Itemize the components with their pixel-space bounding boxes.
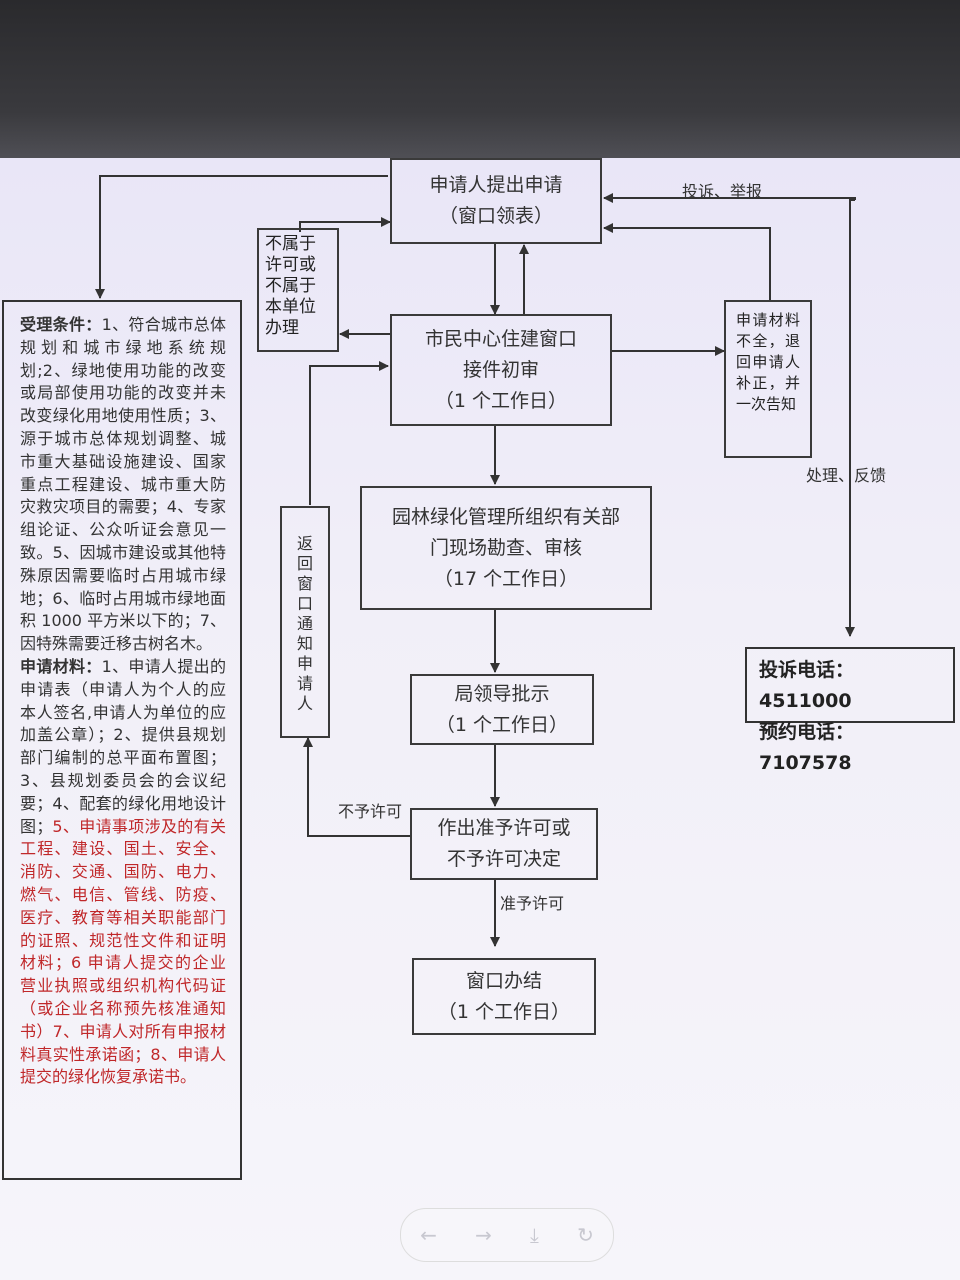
apply-line-2: （窗口领表） <box>438 205 553 227</box>
grant-label: 准予许可 <box>500 894 565 913</box>
incomplete-materials-box: 申请材料不全，退回申请人补正，并一次告知 <box>724 300 812 458</box>
conditions-title: 受理条件： <box>20 315 102 334</box>
initial-review-line-3: （1 个工作日） <box>434 389 568 412</box>
complete-box: 窗口办结 （1 个工作日） <box>412 958 596 1035</box>
complete-line-2: （1 个工作日） <box>437 1000 571 1023</box>
survey-box: 园林绿化管理所组织有关部 门现场勘查、审核 （17 个工作日） <box>360 486 652 610</box>
approval-line-1: 局领导批示 <box>454 682 550 705</box>
initial-review-line-1: 市民中心住建窗口 <box>424 327 577 350</box>
complaint-label: 投诉、举报 <box>682 182 763 201</box>
monitor-bezel <box>0 0 960 160</box>
feedback-label: 处理、反馈 <box>806 466 887 485</box>
initial-review-line-2: 接件初审 <box>462 358 539 381</box>
document-screen <box>0 158 960 1280</box>
materials-text: 1、申请人提出的申请表（申请人为个人的应本人签名,申请人为单位的应加盖公章）；2… <box>20 656 226 836</box>
complete-line-1: 窗口办结 <box>465 969 542 992</box>
deny-label: 不予许可 <box>338 802 403 821</box>
materials-text-red: 5、申请事项涉及的有关工程、建设、国土、安全、消防、交通、国防、电力、燃气、电信… <box>20 816 226 1087</box>
refresh-icon[interactable]: ↻ <box>577 1223 594 1247</box>
decision-line-2: 不予许可决定 <box>446 848 561 870</box>
download-icon[interactable]: ⤓ <box>530 1223 539 1247</box>
back-icon[interactable]: ← <box>420 1223 437 1247</box>
decision-box: 作出准予许可或 不予许可决定 <box>410 808 598 880</box>
viewer-toolbar: ← → ⤓ ↻ <box>400 1208 614 1262</box>
approval-line-2: （1 个工作日） <box>435 713 569 736</box>
not-applicable-text: 不属于许可或不属于本单位办理 <box>265 234 316 338</box>
materials-title: 申请材料： <box>20 656 102 676</box>
return-notice-box: 返回窗口通知申请人 <box>280 506 330 738</box>
apply-line-1: 申请人提出申请 <box>429 174 563 196</box>
survey-line-3: （17 个工作日） <box>433 567 579 590</box>
appointment-hotline: 预约电话：7107578 <box>759 721 855 774</box>
forward-icon[interactable]: → <box>475 1223 492 1247</box>
complaint-hotline: 投诉电话：4511000 <box>759 659 855 712</box>
requirements-panel: 受理条件：1、符合城市总体规划和城市绿地系统规划;2、绿地使用功能的改变或局部使… <box>2 300 242 1180</box>
conditions-text: 1、符合城市总体规划和城市绿地系统规划;2、绿地使用功能的改变或局部使用功能的改… <box>20 315 226 654</box>
incomplete-materials-text: 申请材料不全，退回申请人补正，并一次告知 <box>736 311 800 413</box>
not-applicable-box: 不属于许可或不属于本单位办理 <box>257 228 339 352</box>
survey-line-2: 门现场勘查、审核 <box>429 536 582 559</box>
hotline-box: 投诉电话：4511000 预约电话：7107578 <box>745 647 955 774</box>
survey-line-1: 园林绿化管理所组织有关部 <box>391 505 620 528</box>
approval-box: 局领导批示 （1 个工作日） <box>410 674 594 745</box>
apply-box: 申请人提出申请 （窗口领表） <box>390 158 602 244</box>
decision-line-1: 作出准予许可或 <box>437 817 571 839</box>
initial-review-box: 市民中心住建窗口 接件初审 （1 个工作日） <box>390 314 612 426</box>
return-notice-text: 返回窗口通知申请人 <box>296 534 313 713</box>
